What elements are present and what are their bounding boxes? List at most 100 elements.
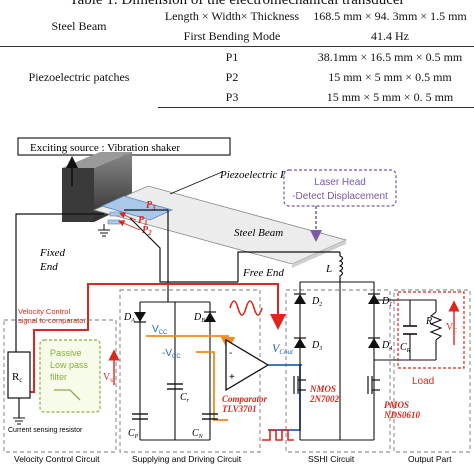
- current-sensing-label: Current sensing resistor: [8, 427, 83, 434]
- p1-pointer: [119, 212, 137, 221]
- comparator-minus: -: [229, 348, 232, 359]
- cr-label: Cr: [180, 392, 190, 404]
- shaker-top: [62, 152, 132, 168]
- nmos-label: NMOS: [309, 384, 336, 394]
- supply-section-label: Supplying and Driving Circuit: [132, 454, 242, 464]
- pmos-transistor: [367, 376, 380, 394]
- cr-load-label: CR: [400, 342, 411, 354]
- supply-circuit: [139, 301, 211, 441]
- vc-label: VC: [446, 322, 457, 334]
- piezo-p2: [109, 211, 123, 217]
- table-cell-value: 15 mm × 5 mm × 0. 5 mm: [305, 87, 474, 108]
- laser-head-label: Laser Head: [314, 177, 366, 188]
- low-pass-label: Low pass: [50, 360, 89, 370]
- neg-vcc-supply-path: [196, 351, 228, 421]
- rc-label: Rc: [12, 371, 22, 384]
- diode-da: [134, 312, 146, 322]
- table-cell-value: 168.5 mm × 94. 3mm × 1.5 mm: [313, 8, 467, 23]
- table-cell-value: 41.4 Hz: [370, 28, 409, 43]
- square-wave-icon: [262, 429, 294, 441]
- nmos-transistor: [293, 376, 306, 394]
- velocity-signal-label-2: signal to comparator: [18, 316, 86, 325]
- detect-displacement-label: -Detect Displacement: [292, 191, 388, 202]
- velocity-signal-path: [18, 283, 279, 393]
- end-label: End: [39, 261, 58, 273]
- table-row: First Bending Mode 41.4 Hz: [0, 26, 474, 47]
- d3-label: D3: [311, 340, 322, 352]
- output-rc: [403, 299, 443, 361]
- diode-d3: [294, 338, 306, 348]
- output-section-label: Output Part: [408, 454, 452, 464]
- table-cell-value: 15 mm × 5 mm × 0.5 mm: [328, 69, 452, 84]
- shaker-front: [62, 168, 94, 222]
- vcc-label: VCC: [152, 324, 168, 336]
- table-cell-param: P3: [158, 87, 306, 108]
- db-label: DB: [193, 312, 205, 324]
- velocity-section-label: Velocity Control Circuit: [14, 454, 100, 464]
- p2-pointer: [118, 220, 141, 231]
- comparator-symbol: [225, 338, 270, 392]
- free-end-label: Free End: [242, 267, 284, 279]
- da-label: DA: [123, 312, 135, 324]
- pmos-label: PMOS: [384, 400, 409, 410]
- piezo-p3-small: [107, 219, 121, 225]
- capacitor-cp: [132, 413, 148, 420]
- sshi-circuit: [299, 281, 375, 441]
- wire-patch-supply: [129, 217, 238, 283]
- table-row: P2 15 mm × 5 mm × 0.5 mm: [0, 67, 474, 87]
- velocity-signal-label-1: Velocity Control: [18, 307, 70, 316]
- capacitor-cr: [167, 383, 183, 390]
- table-cell-value: 38.1mm × 16.5 mm × 0.5 mm: [305, 46, 474, 67]
- laser-head-box: [283, 169, 397, 207]
- r-load-label: R: [425, 316, 432, 327]
- diode-d4: [368, 338, 380, 348]
- load-box: [397, 291, 465, 369]
- d1-label: D1: [381, 296, 392, 308]
- low-pass-filter-box: [39, 339, 101, 413]
- wire-patch-middle: [124, 209, 169, 302]
- p3-label: P3: [146, 200, 156, 212]
- piezo-p1: [100, 195, 174, 221]
- vcout-path: [268, 364, 301, 431]
- output-section-box: [393, 289, 471, 453]
- table-cell-param: Length × Width× Thickness: [164, 8, 300, 23]
- table-row: Steel Beam Length × Width× Thickness 168…: [0, 6, 474, 33]
- dimension-table: Steel Beam Length × Width× Thickness 168…: [0, 6, 474, 108]
- table-cell-group: Piezoelectric patches: [0, 46, 158, 108]
- steel-beam-label: Steel Beam: [234, 227, 283, 239]
- table-row: Piezoelectric patches P1 38.1mm × 16.5 m…: [0, 46, 474, 108]
- p1-label: P1: [138, 215, 148, 227]
- table-cell-param: P2: [225, 69, 239, 84]
- p2-label: P2: [142, 225, 152, 237]
- inductor-label: L: [325, 263, 332, 275]
- table-cell-param: P1: [158, 46, 306, 67]
- fixed-label: Fixed: [39, 247, 66, 259]
- exciting-source-label: Exciting source : Vibration shaker: [30, 142, 180, 154]
- vcout-label: VCout: [272, 341, 294, 356]
- ground-symbol: [98, 224, 110, 237]
- diode-d2: [294, 294, 306, 304]
- supply-section-box: [119, 289, 261, 453]
- table-caption: Table 1. Dimension of the electromechani…: [69, 0, 405, 8]
- neg-vcc-label: -VCC: [162, 348, 181, 360]
- load-label: Load: [412, 376, 434, 387]
- passive-label: Passive: [50, 348, 82, 358]
- sshi-section-label: SSHI Circuit: [308, 454, 355, 464]
- table-cell-group: Steel Beam: [51, 18, 107, 33]
- comparator-model: TLV3701: [222, 404, 257, 414]
- sshi-section-box: [285, 289, 391, 453]
- velocity-section-box: [3, 319, 117, 453]
- filter-response-icon: [54, 389, 81, 401]
- inductor-coil: [338, 252, 344, 282]
- comparator-label: Comparator: [222, 394, 268, 404]
- cn-label: CN: [192, 428, 204, 440]
- cp-label: CP: [128, 428, 139, 440]
- wire-inductor-top: [237, 251, 340, 282]
- vs-label: Vs: [103, 372, 113, 384]
- diode-db: [204, 312, 216, 322]
- d4-label: D4: [381, 340, 392, 352]
- filter-label: filter: [50, 372, 67, 382]
- pmos-model: NDS0610: [383, 410, 421, 420]
- vcc-supply-path: [146, 335, 236, 352]
